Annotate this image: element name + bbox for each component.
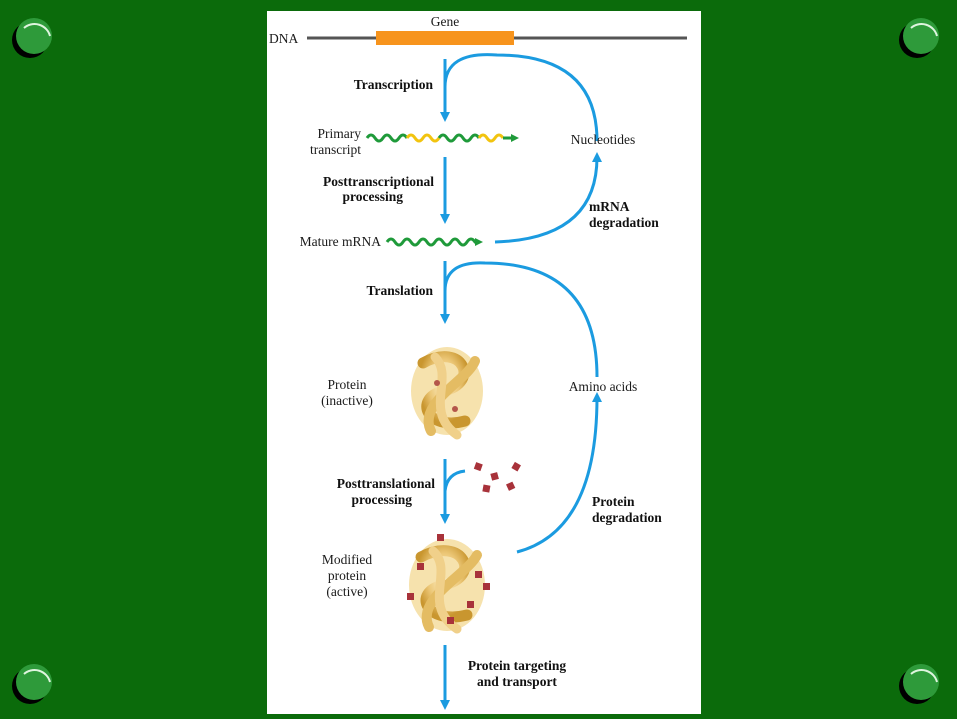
mrna-degradation-label-1: mRNA	[589, 199, 630, 214]
protein-degradation-label-2: degradation	[592, 510, 662, 525]
translation-label: Translation	[366, 283, 433, 298]
dna-label: DNA	[269, 31, 298, 46]
amino-acid-recycle-arrow	[443, 261, 599, 378]
active-protein-illustration	[407, 534, 490, 634]
nucleotide-recycle-arrow	[443, 53, 599, 142]
gene-expression-diagram: DNA Gene Transcription Posttranscription…	[269, 14, 687, 710]
primary-transcript-label-1: Primary	[318, 126, 362, 141]
transcription-label: Transcription	[354, 77, 434, 92]
mrna-degradation-arrow	[494, 152, 602, 244]
modified-protein-label-1: Modified	[322, 552, 372, 567]
mature-mrna-wave	[385, 237, 483, 247]
corner-bullet-icon	[899, 664, 939, 704]
modification-groups	[473, 461, 521, 493]
posttranslational-label-1: Posttranslational	[337, 476, 436, 491]
posttranscriptional-label-2: processing	[342, 189, 403, 204]
corner-bullet-icon	[12, 664, 52, 704]
modification-join-arrow	[443, 469, 466, 492]
targeting-label-2: and transport	[477, 674, 557, 689]
posttranslational-label-2: processing	[351, 492, 412, 507]
gene-segment	[376, 31, 514, 45]
protein-inactive-label-1: Protein	[328, 377, 367, 392]
protein-degradation-arrow	[516, 392, 602, 554]
posttranscriptional-label-1: Posttranscriptional	[323, 174, 434, 189]
protein-inactive-label-2: (inactive)	[321, 393, 373, 408]
primary-transcript-label-2: transcript	[310, 142, 361, 157]
primary-transcript-wave	[365, 133, 519, 143]
modified-protein-label-2: protein	[328, 568, 366, 583]
mature-mrna-label: Mature mRNA	[300, 234, 382, 249]
nucleotides-label: Nucleotides	[571, 132, 635, 147]
gene-label: Gene	[431, 14, 459, 29]
amino-acids-label: Amino acids	[569, 379, 638, 394]
modified-protein-label-3: (active)	[326, 584, 367, 599]
mrna-degradation-label-2: degradation	[589, 215, 659, 230]
corner-bullet-icon	[12, 18, 52, 58]
inactive-protein-illustration	[411, 347, 483, 440]
protein-degradation-label-1: Protein	[592, 494, 635, 509]
targeting-label-1: Protein targeting	[468, 658, 567, 673]
corner-bullet-icon	[899, 18, 939, 58]
diagram-panel: DNA Gene Transcription Posttranscription…	[267, 11, 701, 714]
